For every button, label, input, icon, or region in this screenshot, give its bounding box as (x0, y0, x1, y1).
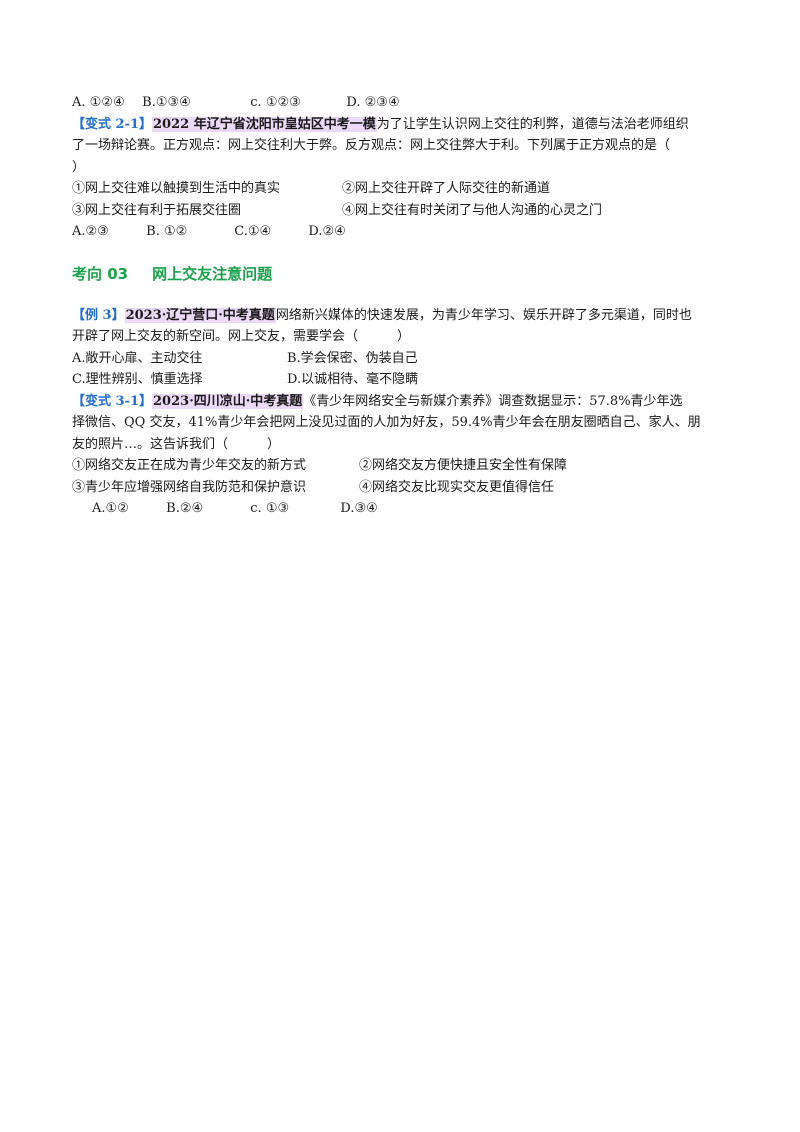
question-stem-end: 友的照片…。这告诉我们（ ） (72, 436, 281, 452)
answer-options: A.①② B.②④ c. ①③ D.③④ (72, 498, 732, 520)
option-d: D.③④ (340, 501, 378, 516)
question-variant-2-1: 【变式 2-1】2022 年辽宁省沈阳市皇姑区中考一模为了让学生认识网上交往的利… (72, 114, 732, 243)
option-d: D.②④ (308, 224, 346, 239)
option-c: c. ①②③ (250, 95, 301, 110)
option-c: C.①④ (234, 224, 272, 239)
question-source: 2023·四川凉山·中考真题 (152, 393, 304, 409)
option-d: D. ②③④ (346, 95, 400, 110)
question-tag: 【例 3】 (72, 307, 125, 323)
section-number: 考向 03 (72, 264, 129, 283)
option-b: B. ①② (146, 224, 188, 239)
statement-3: ③网上交往有利于拓展交往圈 (72, 202, 242, 218)
section-heading: 考向 03 网上交友注意问题 (72, 263, 732, 285)
statement-4: ④网上交往有时关闭了与他人沟通的心灵之门 (342, 202, 603, 218)
option-a: A.①② (92, 501, 129, 516)
statement-2: ②网上交往开辟了人际交往的新通道 (342, 181, 551, 196)
document-page: A. ①②④ B.①③④ c. ①②③ D. ②③④ 【变式 2-1】2022 … (72, 92, 732, 520)
section-title: 网上交友注意问题 (152, 264, 273, 283)
option-c: C.理性辨别、慎重选择 (72, 372, 203, 387)
option-a: A.②③ (72, 224, 109, 239)
option-d: D.以诚相待、毫不隐瞒 (287, 372, 419, 387)
option-b: B.学会保密、伪装自己 (287, 350, 418, 366)
statement-2: ②网络交友方便快捷且安全性有保障 (359, 458, 568, 473)
question-stem-end: ） (72, 159, 86, 175)
question-stem: 为了让学生认识网上交往的利弊，道德与法治老师组织 (376, 116, 689, 132)
question-stem-cont: 择微信、QQ 交友，41%青少年会把网上没见过面的人加为好友，59.4%青少年会… (72, 415, 701, 430)
question-source: 2022 年辽宁省沈阳市皇姑区中考一模 (152, 116, 377, 132)
option-c: c. ①③ (250, 501, 290, 516)
question-tag: 【变式 2-1】 (72, 116, 153, 132)
question-source: 2023·辽宁营口·中考真题 (124, 307, 276, 323)
option-a: A. ①②④ (72, 95, 125, 110)
statement-4: ④网络交友比现实交友更值得信任 (359, 479, 555, 495)
question-stem: 网络新兴媒体的快速发展，为青少年学习、娱乐开辟了多元渠道，同时也 (275, 307, 692, 323)
question-stem-cont: 了一场辩论赛。正方观点：网上交往利大于弊。反方观点：网上交往弊大于利。下列属于正… (72, 138, 671, 153)
statement-1: ①网上交往难以触摸到生活中的真实 (72, 181, 281, 196)
answer-options: A.②③ B. ①② C.①④ D.②④ (72, 221, 732, 243)
question-stem-cont: 开辟了网上交友的新空间。网上交友，需要学会（ ） (72, 329, 411, 344)
option-a: A.敞开心扉、主动交往 (72, 350, 203, 366)
option-b: B.②④ (166, 501, 204, 516)
question-example-3: 【例 3】2023·辽宁营口·中考真题网络新兴媒体的快速发展，为青少年学习、娱乐… (72, 305, 732, 391)
prev-question-options: A. ①②④ B.①③④ c. ①②③ D. ②③④ (72, 92, 732, 114)
statement-3: ③青少年应增强网络自我防范和保护意识 (72, 479, 307, 495)
option-b: B.①③④ (142, 95, 191, 110)
question-stem: 《青少年网络安全与新媒介素养》调查数据显示：57.8%青少年选 (303, 393, 683, 409)
question-variant-3-1: 【变式 3-1】2023·四川凉山·中考真题《青少年网络安全与新媒介素养》调查数… (72, 391, 732, 520)
question-tag: 【变式 3-1】 (72, 393, 153, 409)
statement-1: ①网络交友正在成为青少年交友的新方式 (72, 458, 307, 473)
